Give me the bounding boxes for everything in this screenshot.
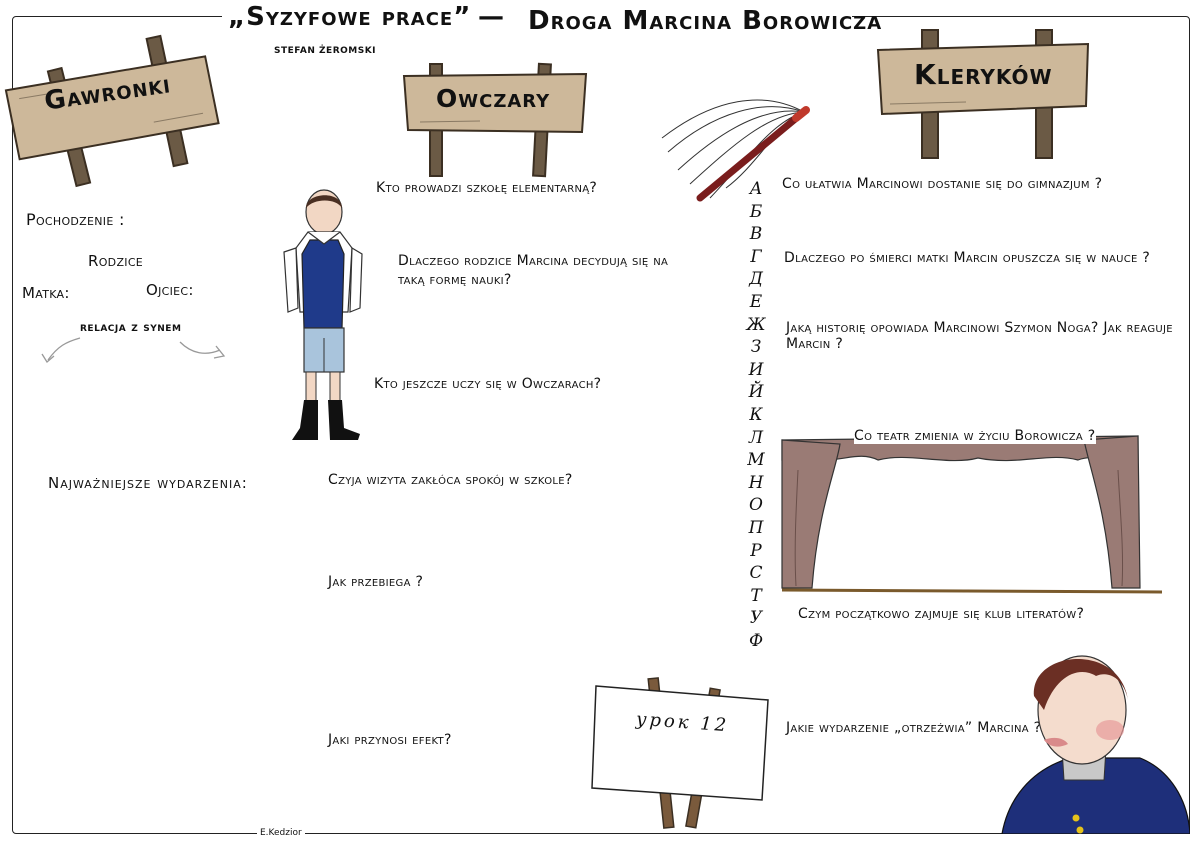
theatre-stage-illustration [781,435,1163,594]
cyrillic-alphabet: А Б В Г Д Е Ж З И Й К Л М Н О П Р С Т У … [744,178,768,652]
young-man-portrait [1001,655,1190,834]
boy-illustration [283,189,363,440]
cyrillic-letter: К [749,404,763,425]
cyrillic-letter: Б [749,201,763,222]
cyrillic-letter: Ж [746,314,766,335]
question-gymnasium: Co ułatwia Marcinowi dostanie się do gim… [782,176,1103,192]
question-what-effect: Jaki przynosi efekt? [328,732,452,748]
owczary-label: Owczary [436,84,551,113]
cyrillic-letter: Г [750,246,762,267]
cyrillic-letter: Р [750,540,762,561]
title-background [222,2,852,32]
question-theatre: Co teatr zmienia w życiu Borowicza ? [854,428,1096,444]
cyrillic-letter: Ф [748,630,764,651]
question-sobering-event: Jakie wydarzenie „otrzeźwia” Marcina ? [786,720,1042,736]
cyrillic-letter: М [747,450,765,471]
parents-label: Rodzice [88,252,144,270]
question-mother-death: Dlaczego po śmierci matki Marcin opuszcz… [784,250,1151,266]
klerykow-signpost [876,29,1090,159]
owczary-signpost [402,62,588,178]
cyrillic-letter: Д [749,269,763,290]
cyrillic-letter: И [748,359,764,380]
cyrillic-letter: А [749,179,763,199]
page-subtitle: Droga Marcina Borowicza [528,6,883,36]
main-events-heading: Najważniejsze wydarzenia: [48,474,248,492]
cyrillic-letter: У [749,608,763,629]
question-how-it-goes: Jak przebiega ? [328,574,424,590]
father-label: Ojciec: [146,281,194,299]
signature: E.Kedzior [257,828,305,838]
relationship-label: relacja z synem [80,320,182,335]
cyrillic-letter: Й [748,382,764,403]
cyrillic-letter: Е [749,291,763,312]
question-who-else-studies: Kto jeszcze uczy się w Owczarach? [374,376,602,392]
whip-illustration [661,99,810,202]
question-literary-club: Czym początkowo zajmuje się klub literat… [798,606,1085,622]
cyrillic-letter: С [749,563,763,584]
mother-label: Matka: [22,284,70,302]
question-szymon-noga: Jaką historię opowiada Marcinowi Szymon … [786,320,1173,352]
question-why-parents-line1: Dlaczego rodzice Marcina decydują się na [398,253,669,269]
origin-heading: Pochodzenie : [26,210,125,229]
cyrillic-letter: З [750,337,762,358]
cyrillic-letter: О [749,495,763,516]
question-school-teacher: Kto prowadzi szkołę elementarną? [376,180,598,196]
question-whose-visit: Czyja wizyta zakłóca spokój w szkole? [328,472,573,488]
author-name: Stefan Żeromski [274,46,377,56]
cyrillic-letter: Л [748,427,764,448]
cyrillic-letter: П [748,517,764,538]
cyrillic-letter: Н [748,472,764,493]
title-dash: — [478,2,505,32]
klerykow-label: Kleryków [914,58,1053,91]
gawronki-signpost [4,34,220,188]
cyrillic-letter: Т [750,585,762,606]
relationship-arrows [41,337,226,363]
cyrillic-letter: В [749,224,763,245]
easel-illustration [591,677,769,829]
question-why-parents-line2: taką formę nauki? [398,272,512,288]
book-title: „Syzyfowe prace” [228,2,472,32]
